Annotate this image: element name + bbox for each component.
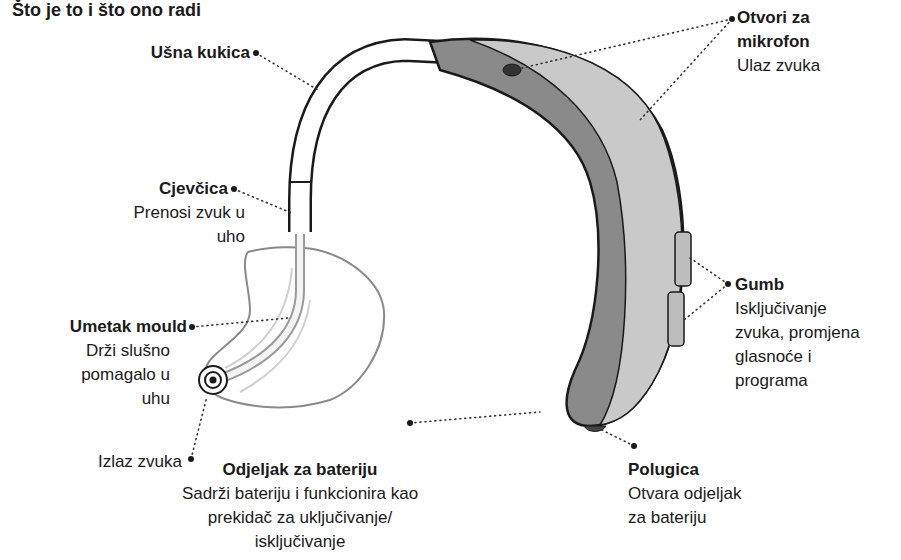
part-description: Otvara odjeljak za bateriju [628, 482, 764, 530]
leader-line [522, 19, 732, 68]
sound-outlet-ring [205, 372, 221, 388]
leader-line [684, 284, 728, 320]
part-description: Isključivanje zvuka, promjena glasnoće i… [735, 297, 877, 393]
part-description: Sadrži bateriju i funkcionira kao prekid… [178, 482, 422, 554]
page-title: Što je to i što ono radi [12, 0, 201, 20]
button-lower [668, 292, 684, 346]
leader-dot [407, 420, 413, 426]
part-name: Izlaz zvuka [55, 450, 182, 474]
part-name: Polugica [628, 458, 748, 482]
leader-lines [191, 19, 732, 459]
leader-line [191, 396, 207, 459]
leader-line [690, 258, 728, 284]
leader-dots [188, 16, 735, 462]
leader-dot [729, 16, 735, 22]
button-upper [675, 232, 691, 286]
leader-line [410, 412, 540, 423]
leader-line [192, 318, 288, 327]
part-name: Odjeljak za bateriju [140, 458, 460, 482]
tube [222, 234, 300, 378]
leader-dot [189, 324, 195, 330]
part-description: Ulaz zvuka [737, 54, 877, 78]
part-description: Drži slušno pomagalo u uhu [58, 339, 170, 411]
hook-joint [289, 181, 311, 183]
leader-dot [188, 456, 194, 462]
ear-hook [300, 50, 447, 234]
leader-dot [631, 443, 637, 449]
leader-line [640, 19, 732, 120]
ear-hook-outline [300, 50, 445, 232]
part-name: Cjevčica [110, 177, 228, 201]
microphone-hole [503, 64, 521, 76]
mould-contour [240, 300, 310, 392]
sound-outlet [199, 366, 227, 394]
leader-line [256, 53, 318, 90]
tube-outline [222, 234, 300, 378]
sound-outlet-core [210, 377, 217, 384]
leader-dot [253, 50, 259, 56]
leader-dot [231, 186, 237, 192]
body-spine [470, 40, 682, 425]
part-name: Gumb [735, 273, 855, 297]
part-name: Otvori za mikrofon [737, 6, 867, 54]
leader-line [602, 430, 634, 446]
part-description: Prenosi zvuk u uho [112, 201, 245, 249]
part-name: Ušna kukica [100, 41, 250, 65]
hearing-aid-body [430, 39, 683, 426]
leader-dot [725, 281, 731, 287]
part-name: Umetak mould [5, 315, 187, 339]
